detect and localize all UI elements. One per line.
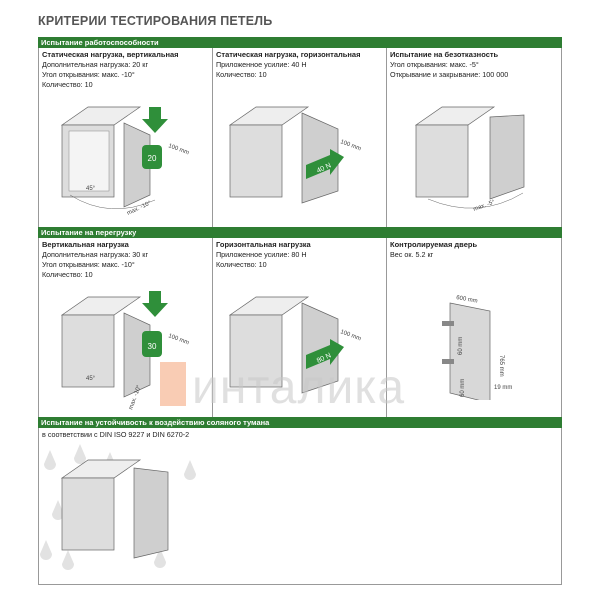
angle-label: 45° [86, 186, 96, 192]
cell-line: Количество: 10 [42, 80, 93, 89]
page-title: КРИТЕРИИ ТЕСТИРОВАНИЯ ПЕТЕЛЬ [38, 14, 273, 28]
dimension-label: 100 mm [339, 329, 361, 342]
section-header-overload: Испытание на перегрузку [38, 227, 562, 238]
cell-heading: Статическая нагрузка, горизонтальная [216, 50, 361, 59]
cabinet-durability-figure: max. -5° [414, 106, 525, 213]
height-label: 765 mm [498, 355, 504, 377]
cell-line: Количество: 10 [216, 260, 267, 269]
cell-line: Количество: 10 [42, 270, 93, 279]
weight-label: 30 [148, 342, 157, 351]
cabinet-horizontal-overload-figure: 80 N 100 mm [228, 296, 362, 394]
cell-heading: Статическая нагрузка, вертикальная [42, 50, 179, 59]
watermark: инталика [192, 361, 406, 414]
cell-line: Дополнительная нагрузка: 20 кг [42, 60, 149, 69]
salt-spray-figure [40, 444, 196, 570]
section-header-salt-spray: Испытание на устойчивость к воздействию … [38, 417, 562, 428]
cell-line: Открывание и закрывание: 100 000 [390, 70, 509, 79]
cabinet-horizontal-load-figure: 40 N 100 mm [228, 106, 362, 204]
test-cell-static-horizontal: Статическая нагрузка, горизонтальная При… [212, 48, 386, 227]
cell-line: Вес ок. 5.2 кг [390, 250, 434, 259]
cell-line: Дополнительная нагрузка: 30 кг [42, 250, 149, 259]
cell-line: в соответствии с DIN ISO 9227 и DIN 6270… [42, 430, 190, 439]
weight-icon [142, 331, 162, 357]
test-cell-salt-spray: в соответствии с DIN ISO 9227 и DIN 6270… [38, 428, 562, 585]
controlled-door-figure: 600 mm 765 mm 60 mm 60 mm 19 mm [442, 295, 512, 400]
section-header-functionality: Испытание работоспособности [38, 37, 562, 48]
cell-heading: Горизонтальная нагрузка [216, 240, 311, 249]
test-cell-horizontal-overload: Горизонтальная нагрузка Приложенное усил… [212, 238, 386, 417]
hinge-gap-label: 60 mm [458, 337, 464, 355]
weight-icon [142, 145, 162, 169]
dimension-label: 100 mm [167, 143, 189, 156]
cell-line: Угол открывания: макс. -10° [42, 260, 135, 269]
cabinet-vertical-overload-figure: 30 100 mm 45° max. -10° [60, 291, 190, 411]
test-cell-durability: Испытание на безотказность Угол открыван… [386, 48, 562, 227]
cell-line: Угол открывания: макс. -5° [390, 60, 479, 69]
angle-label: 45° [86, 376, 96, 382]
cell-heading: Контролируемая дверь [390, 240, 478, 249]
cell-line: Количество: 10 [216, 70, 267, 79]
dimension-label: 100 mm [167, 333, 189, 346]
weight-label: 20 [148, 154, 157, 163]
cell-line: Угол открывания: макс. -10° [42, 70, 135, 79]
force-arrow-icon [306, 339, 344, 369]
test-cell-vertical-overload: Вертикальная нагрузка Дополнительная наг… [38, 238, 212, 417]
thickness-label: 19 mm [494, 385, 512, 391]
test-cell-controlled-door: Контролируемая дверь Вес ок. 5.2 кг [386, 238, 562, 417]
watermark-logo [160, 362, 186, 406]
max-angle-label: max. -5° [473, 199, 497, 213]
bottom-offset-label: 60 mm [460, 379, 466, 397]
test-cell-static-vertical: Статическая нагрузка, вертикальная Допол… [38, 48, 212, 227]
cell-line: Приложенное усилие: 80 Н [216, 250, 307, 259]
cell-line: Приложенное усилие: 40 Н [216, 60, 307, 69]
down-arrow-icon [142, 107, 168, 133]
cell-heading: Испытание на безотказность [390, 50, 499, 59]
dimension-label: 100 mm [339, 139, 361, 152]
force-arrow-icon [306, 149, 344, 179]
down-arrow-icon [142, 291, 168, 317]
cabinet-vertical-load-figure: 20 100 mm 45° max. -10° [60, 106, 190, 217]
cell-heading: Вертикальная нагрузка [42, 240, 129, 249]
width-label: 600 mm [456, 295, 478, 305]
